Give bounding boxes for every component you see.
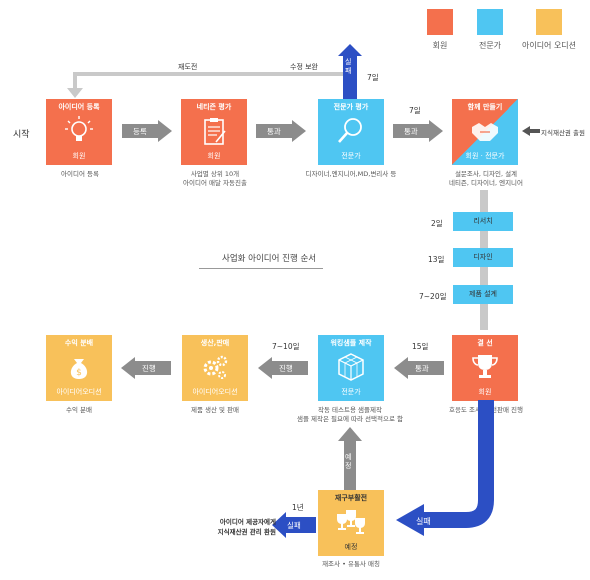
svg-text:$: $	[76, 368, 82, 378]
idea-register-card: 아이디어 등록 회원	[46, 99, 112, 165]
profit-caption: 수익 분배	[66, 406, 92, 414]
rechallenge-caption: 재조사 • 유통사 매칭	[322, 560, 380, 568]
profit-card: 수익 분배 $ 아이디어오디션	[46, 335, 112, 401]
rechallenge-role: 예정	[344, 543, 358, 551]
idea-register-caption: 아이디어 등록	[61, 170, 99, 178]
netizen-eval-role: 회원	[207, 152, 221, 160]
prototype-caption-1: 작동 테스트용 샘플제작	[318, 406, 382, 414]
idea-register-role: 회원	[72, 152, 86, 160]
prototype-card: 워킹샘플 제작 전문가	[318, 335, 384, 401]
prototype-role: 전문가	[341, 388, 361, 396]
expert-eval-role: 전문가	[341, 152, 361, 160]
rechallenge-card: 재구부활전 예정	[318, 490, 384, 556]
rechallenge-title: 재구부활전	[334, 494, 368, 502]
lightbulb-icon	[65, 116, 93, 141]
netizen-eval-title: 네티즌 평가	[196, 103, 232, 111]
profit-title: 수익 분배	[64, 339, 94, 347]
final-note-1: 아이디어 제공자에게	[219, 518, 276, 526]
research-days: 2일	[431, 219, 443, 228]
proceed-arrow-1-label: 진행	[142, 364, 156, 373]
planned-arrow-label: 예정	[345, 453, 352, 470]
make-together-title: 함께 만들기	[467, 103, 503, 111]
money-bag-icon: $	[70, 359, 88, 379]
clipboard-icon	[204, 118, 226, 145]
legend-label-audition: 아이디어 오디션	[521, 41, 577, 50]
trophy-icon	[472, 355, 498, 378]
decision-card: 결 선 회원	[452, 335, 518, 401]
legend-swatch-audition	[536, 9, 562, 35]
proceed-arrow-2	[258, 357, 308, 379]
prototype-title: 워킹샘플 제작	[330, 339, 372, 347]
production-role: 아이디어오디션	[192, 388, 238, 396]
fail-left-days: 1년	[292, 503, 304, 512]
fail-left-arrow	[272, 512, 316, 538]
expert-to-together-days: 7일	[409, 106, 421, 115]
expert-eval-caption: 디자이너,엔지니어,MD,변리사 등	[305, 170, 397, 178]
decision-role: 회원	[478, 388, 492, 396]
substep-design: 디자인	[453, 248, 513, 267]
fail-left-label: 실패	[287, 521, 301, 530]
make-together-role: 회원 · 전문가	[465, 152, 505, 160]
trophies-icon	[337, 510, 365, 534]
register-arrow	[122, 120, 172, 142]
idea-register-title: 아이디어 등록	[58, 103, 100, 111]
cube-icon	[338, 353, 364, 381]
prototype-caption-2: 샘플 제작은 필요에 따라 선택적으로 함	[296, 415, 403, 423]
make-together-caption-1: 설문조사, 디자인, 설계	[454, 170, 518, 178]
sequence-title: 사업화 아이디어 진행 순서	[222, 254, 317, 264]
pass-arrow-2-label: 통과	[404, 127, 418, 136]
legend-label-expert: 전문가	[478, 41, 502, 50]
fail-down-arrow	[396, 400, 494, 536]
proceed-arrow-1	[121, 357, 171, 379]
decision-title: 결 선	[477, 339, 493, 347]
make-together-card: 함께 만들기 회원 · 전문가	[452, 99, 518, 165]
ip-label: 지식재산권 출원	[541, 129, 585, 137]
fail-down-label: 실패	[416, 517, 431, 526]
fail-up-label: 실패	[345, 58, 352, 75]
pass-arrow-3	[394, 357, 444, 379]
legend-swatch-member	[427, 9, 453, 35]
planned-arrow	[338, 427, 362, 491]
netizen-eval-card: 네티즌 평가 회원	[181, 99, 247, 165]
retry-loop-arrow	[67, 72, 351, 98]
product-design-days: 7~20일	[419, 292, 447, 301]
netizen-eval-caption-2: 아이디어 매달 자동진출	[183, 179, 247, 187]
revise-label: 수정 보완	[290, 63, 318, 71]
proceed-arrow-2-label: 진행	[279, 364, 293, 373]
production-caption: 제품 생산 및 판매	[190, 406, 240, 414]
fail-up-days: 7일	[367, 73, 379, 82]
expert-eval-title: 전문가 평가	[333, 103, 369, 111]
handshake-icon	[472, 123, 498, 141]
fail-up-arrow	[338, 44, 362, 100]
make-together-caption-2: 네티즌, 디자이너, 엔지니어	[448, 179, 524, 187]
ip-arrow	[522, 126, 540, 136]
magnifier-icon	[338, 118, 362, 143]
production-card: 생산,판매 아이디어오디션	[182, 335, 248, 401]
gears-icon	[203, 355, 228, 379]
final-note-2: 지식재산권 관리 환원	[217, 528, 276, 536]
design-days: 13일	[428, 255, 445, 264]
legend-label-member: 회원	[432, 41, 448, 50]
pass-arrow-3-label: 통과	[415, 364, 429, 373]
netizen-eval-caption-1: 사업별 상위 10개	[190, 170, 240, 178]
pass-arrow-1-label: 통과	[267, 127, 281, 136]
proto-to-prod-days: 7~10일	[272, 342, 300, 351]
start-label: 시작	[13, 130, 30, 140]
substep-product-design: 제품 설계	[453, 285, 513, 304]
legend-swatch-expert	[477, 9, 503, 35]
profit-role: 아이디어오디션	[56, 388, 102, 396]
pass-arrow-1	[256, 120, 306, 142]
substep-research: 리서치	[453, 212, 513, 231]
expert-eval-card: 전문가 평가 전문가	[318, 99, 384, 165]
production-title: 생산,판매	[200, 339, 230, 347]
retry-label: 재도전	[178, 63, 198, 71]
sequence-title-underline	[199, 268, 323, 269]
pass-arrow-2	[393, 120, 443, 142]
register-arrow-label: 등록	[133, 127, 147, 136]
decision-to-proto-days: 15일	[412, 342, 429, 351]
